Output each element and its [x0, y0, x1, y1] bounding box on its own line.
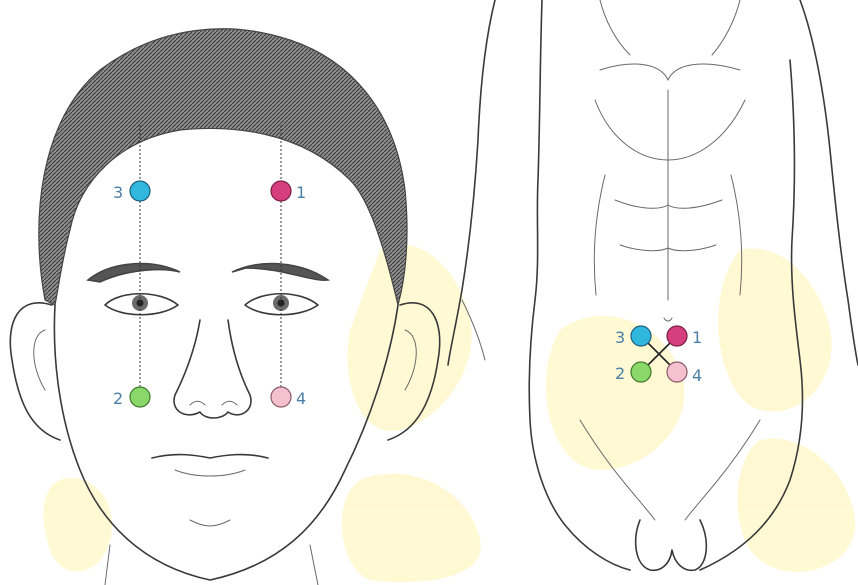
- left-eyebrow: [88, 264, 180, 282]
- face-point-1-label: 1: [296, 183, 306, 202]
- torso-point-2-label: 2: [615, 364, 625, 383]
- torso-point-4-label: 4: [692, 366, 702, 385]
- right-eye: [245, 294, 318, 315]
- background-pattern: [43, 245, 855, 582]
- mouth: [152, 455, 268, 458]
- torso-point-1: 1: [667, 326, 702, 347]
- torso-point-3-label: 3: [615, 328, 625, 347]
- face-point-2: 2: [113, 387, 150, 408]
- face-point-2-label: 2: [113, 389, 123, 408]
- right-eyebrow: [232, 264, 328, 281]
- left-ear: [10, 303, 60, 440]
- nose: [174, 320, 251, 418]
- face-point-1: 1: [271, 181, 306, 202]
- hair: [39, 29, 407, 305]
- face-point-3: 3: [113, 181, 150, 202]
- face-point-3-label: 3: [113, 183, 123, 202]
- left-eye: [105, 294, 178, 315]
- face-point-4: 4: [271, 387, 306, 408]
- face-point-4-label: 4: [296, 389, 306, 408]
- torso-point-1-label: 1: [692, 328, 702, 347]
- groin: [636, 520, 707, 570]
